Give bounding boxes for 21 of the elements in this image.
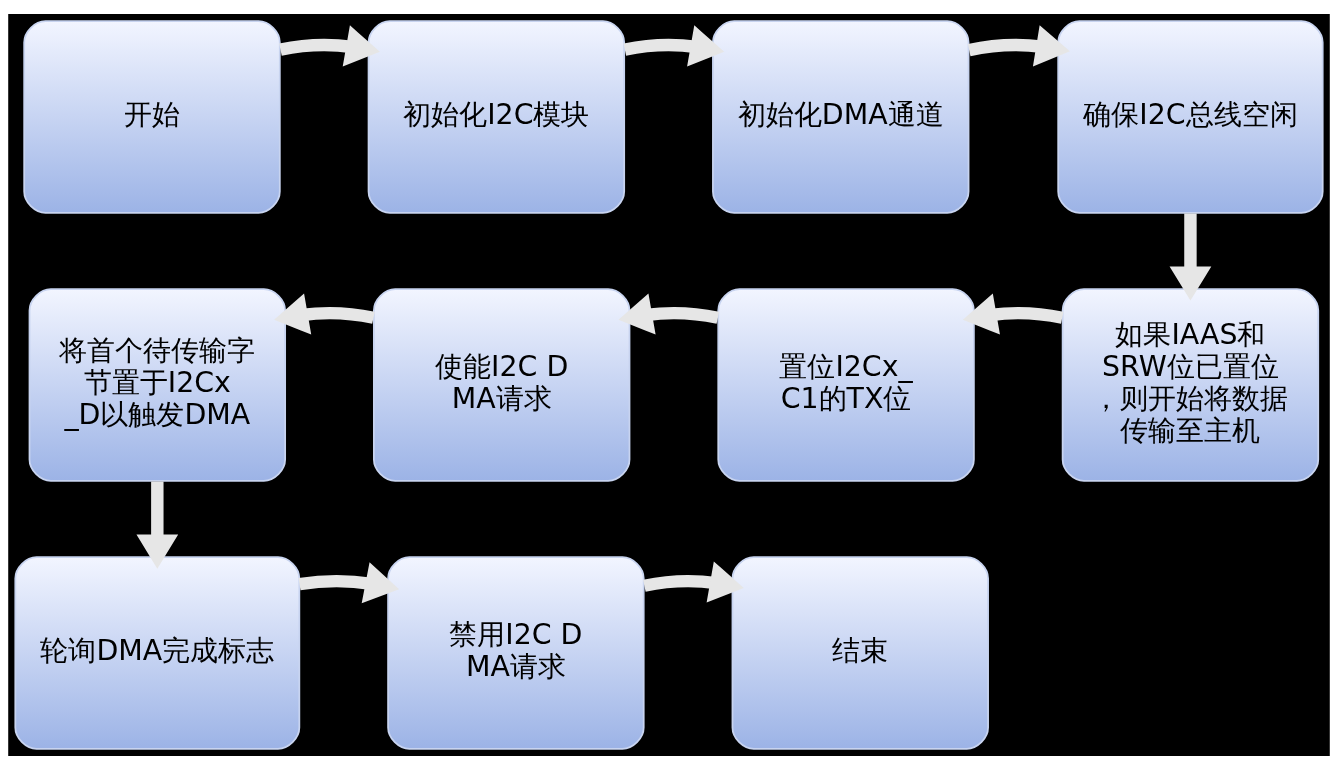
node-box: 初始化DMA通道 xyxy=(712,19,970,214)
arrow xyxy=(967,24,1070,66)
node-box: 使能I2C DMA请求 xyxy=(373,287,631,482)
node-box: 结束 xyxy=(731,555,989,750)
node-box: 将首个待传输字节置于I2Cx_D以触发DMA xyxy=(28,287,286,482)
arrow xyxy=(274,292,375,335)
arrow xyxy=(136,481,179,569)
arrow xyxy=(298,561,400,603)
node-box: 如果IAAS和SRW位已置位，则开始将数据传输至主机 xyxy=(1061,287,1320,482)
node-box: 禁用I2C DMA请求 xyxy=(387,555,645,750)
arrow xyxy=(618,292,720,335)
node-box: 开始 xyxy=(23,19,281,214)
arrow xyxy=(623,24,725,66)
arrow xyxy=(1169,212,1212,301)
node-box: 初始化I2C模块 xyxy=(367,19,626,214)
arrow xyxy=(279,24,380,66)
arrow xyxy=(962,292,1064,335)
node-box: 轮询DMA完成标志 xyxy=(14,555,301,750)
node-box: 确保I2C总线空闲 xyxy=(1057,19,1324,214)
node-box: 置位I2Cx_C1的TX位 xyxy=(717,287,975,482)
arrow xyxy=(643,560,744,603)
